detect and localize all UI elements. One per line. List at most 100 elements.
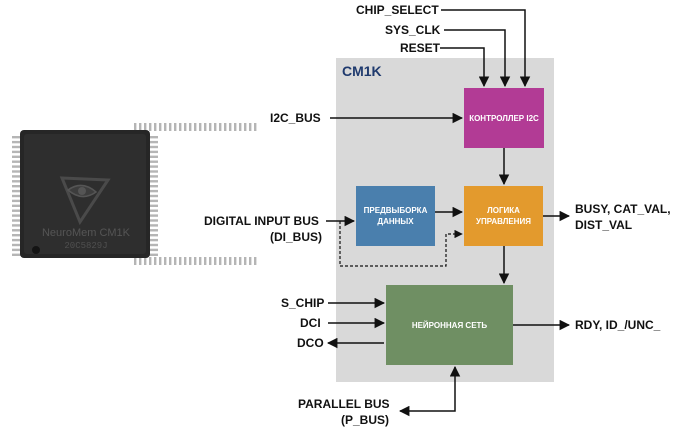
chip-pin (169, 257, 172, 265)
chip-pin (229, 123, 232, 131)
chip-pin1-dot (32, 246, 40, 254)
chip-pin (149, 219, 158, 222)
chip-pin (12, 180, 21, 183)
chip-pin (12, 185, 21, 188)
chip-select-arrow (441, 9, 531, 88)
chip-pin (149, 204, 158, 207)
prefetch-block (356, 186, 435, 246)
chip-pin (12, 175, 21, 178)
i2c-bus-label: I2C_BUS (270, 111, 321, 125)
chip-pin (154, 257, 157, 265)
rdy-label: RDY, ID_/UNC_ (575, 318, 661, 332)
chip-pin (149, 224, 158, 227)
chip-pin (149, 248, 158, 252)
chip-select-label: CHIP_SELECT (356, 3, 439, 17)
chip-pin (229, 257, 232, 265)
prefetch-label-2: ДАННЫХ (377, 217, 414, 226)
dci-label: DCI (300, 316, 321, 330)
chip-pin (164, 123, 167, 131)
control-logic-label-2: УПРАВЛЕНИЯ (476, 217, 531, 226)
chip-pin (12, 199, 21, 203)
parallel-bus-label-2: (P_BUS) (341, 413, 389, 427)
chip-pins (12, 123, 257, 265)
chip-pin (149, 160, 158, 163)
chip-pin (209, 123, 212, 131)
chip-pin (164, 257, 167, 265)
chip-pin (179, 257, 182, 265)
chip-pin (149, 209, 158, 212)
parallel-bus-label-1: PARALLEL BUS (298, 397, 390, 411)
chip-pin (149, 140, 158, 144)
chip-pin (224, 257, 227, 265)
chip-pin (12, 170, 21, 173)
chip-pin (149, 243, 158, 247)
neural-network-label: НЕЙРОННАЯ СЕТЬ (412, 321, 488, 330)
chip-pin (144, 123, 147, 131)
chip-pin (194, 123, 197, 131)
chip-pin (149, 136, 158, 139)
chip-pin (12, 209, 21, 212)
chip-pin (169, 123, 172, 131)
chip-pin (12, 224, 21, 227)
chip-pin (189, 123, 192, 131)
chip-photo: NeuroMem CM1K 20C5829J (12, 123, 257, 265)
chip-pin (249, 257, 252, 265)
chip-pin (149, 214, 158, 217)
chip-pin (174, 257, 177, 265)
chip-pin (134, 123, 137, 131)
chip-pin (244, 257, 247, 265)
busy-label-1: BUSY, CAT_VAL, (575, 202, 671, 216)
digital-input-bus-label-1: DIGITAL INPUT BUS (204, 214, 319, 228)
chip-title: CM1K (342, 63, 382, 79)
chip-pin (12, 136, 21, 139)
chip-pin (149, 189, 158, 193)
chip-pin (179, 123, 182, 131)
chip-pin (149, 175, 158, 178)
chip-pin (149, 257, 152, 265)
chip-pin (154, 123, 157, 131)
chip-pin (12, 243, 21, 247)
chip-pin (199, 123, 202, 131)
parallel-bus-arrow (398, 365, 461, 417)
sys-clk-arrow (444, 29, 511, 88)
chip-pin (139, 257, 142, 265)
chip-pin (12, 140, 21, 144)
chip-pin (184, 123, 187, 131)
chip-pin (149, 155, 158, 158)
chip-pin (12, 165, 21, 168)
chip-pin (12, 214, 21, 217)
chip-pin (149, 150, 158, 154)
chip-pin (149, 229, 158, 232)
chip-pin (149, 238, 158, 242)
chip-pin (204, 257, 207, 265)
chip-pin (254, 123, 257, 131)
control-logic-label-1: ЛОГИКА (487, 206, 520, 215)
chip-pin (219, 257, 222, 265)
chip-pin (149, 170, 158, 173)
chip-pin (199, 257, 202, 265)
chip-pin (134, 257, 137, 265)
chip-pin (249, 123, 252, 131)
chip-pin (144, 257, 147, 265)
neural-network-block (386, 285, 513, 365)
chip-pin (214, 123, 217, 131)
sys-clk-label: SYS_CLK (385, 23, 441, 37)
prefetch-bypass-arrow (339, 221, 463, 267)
chip-pin (159, 257, 162, 265)
chip-pin (204, 123, 207, 131)
chip-pin (12, 155, 21, 158)
chip-pin (149, 234, 158, 237)
chip-pin (149, 165, 158, 168)
chip-pin (209, 257, 212, 265)
chip-pin (12, 253, 21, 256)
chip-pin (12, 229, 21, 232)
chip-pin (254, 257, 257, 265)
chip-pin (184, 257, 187, 265)
i2c-controller-block (464, 88, 544, 148)
chip-marking-code: 20C5829J (64, 241, 107, 251)
chip-pin (12, 160, 21, 163)
reset-label: RESET (400, 41, 441, 55)
neuromem-logo-icon (59, 176, 111, 226)
chip-pin (12, 194, 21, 198)
